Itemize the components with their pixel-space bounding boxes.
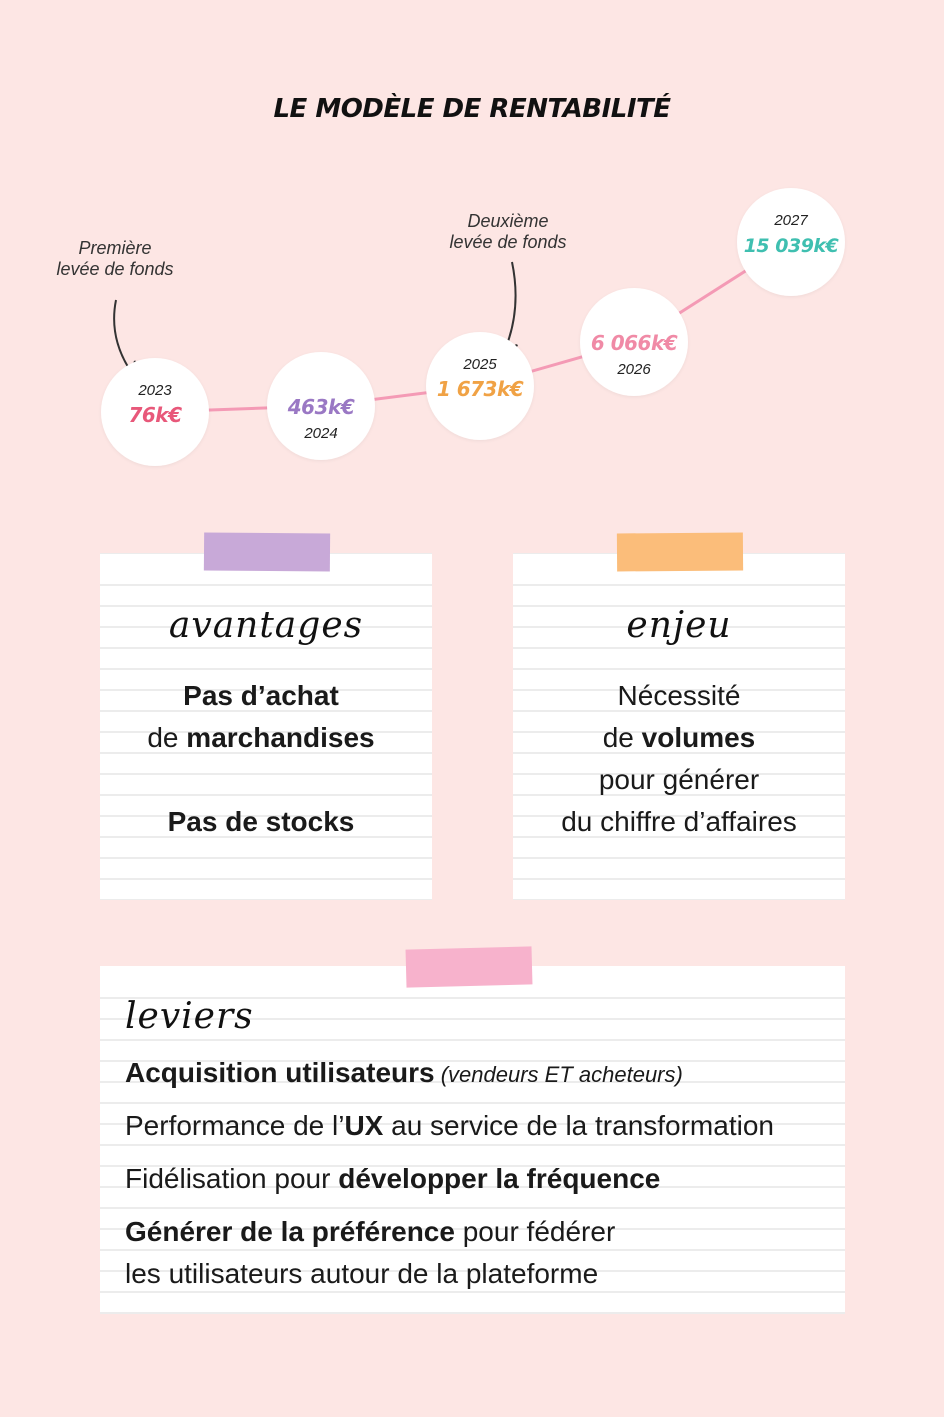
lever-loyalty: Fidélisation pour développer la fréquenc…: [125, 1163, 661, 1194]
timeline-year-label: 2023: [137, 382, 172, 399]
timeline-value-label: 6 066k€: [591, 331, 678, 355]
lever-ux: Performance de l’UX au service de la tra…: [125, 1110, 774, 1141]
timeline-year-label: 2024: [303, 425, 337, 442]
timeline-year-label: 2027: [773, 212, 808, 229]
card-body: Pas d’achat de marchandises Pas de stock…: [147, 680, 375, 837]
lever-preference-continued: les utilisateurs autour de la plateforme: [125, 1258, 599, 1289]
timeline-node-2026: 2026 6 066k€: [580, 288, 688, 396]
card-avantages: avantages Pas d’achat de marchandises Pa…: [100, 553, 432, 900]
timeline-node-circle: [426, 332, 534, 440]
card-heading: avantages: [168, 605, 364, 646]
lever-acquisition: Acquisition utilisateurs (vendeurs ET ac…: [125, 1057, 683, 1088]
lever-preference: Générer de la préférence pour fédérer: [125, 1216, 616, 1247]
tape-leviers: [405, 946, 533, 988]
timeline-value-label: 76k€: [128, 403, 182, 427]
card-heading: leviers: [125, 996, 254, 1037]
page-title: LE MODÈLE DE RENTABILITÉ: [273, 94, 671, 124]
timeline-node-2027: 2027 15 039k€: [737, 188, 845, 296]
timeline-node-2023: 2023 76k€: [101, 358, 209, 466]
tape-avantages: [203, 532, 331, 572]
card-enjeu: enjeu Nécessité de volumes pour générer …: [513, 553, 845, 900]
timeline-node-2024: 2024 463k€: [267, 352, 375, 460]
annotation-first-round: Première levée de fonds: [56, 238, 174, 279]
card-heading: enjeu: [626, 605, 732, 646]
timeline-node-circle: [101, 358, 209, 466]
timeline-value-label: 1 673k€: [437, 377, 524, 401]
timeline-node-2025: 2025 1 673k€: [426, 332, 534, 440]
timeline-value-label: 463k€: [287, 395, 355, 419]
card-leviers: leviers Acquisition utilisateurs (vendeu…: [100, 966, 845, 1314]
card-body: Nécessité de volumes pour générer du chi…: [561, 680, 797, 837]
timeline-node-circle: [737, 188, 845, 296]
timeline-value-label: 15 039k€: [744, 235, 840, 257]
timeline-year-label: 2025: [462, 356, 497, 373]
timeline-year-label: 2026: [616, 361, 651, 378]
annotation-second-round: Deuxième levée de fonds: [449, 211, 567, 252]
arrow-second-round: [504, 261, 516, 352]
timeline-node-circle: [267, 352, 375, 460]
tape-enjeu: [616, 532, 744, 572]
timeline-node-circle: [580, 288, 688, 396]
